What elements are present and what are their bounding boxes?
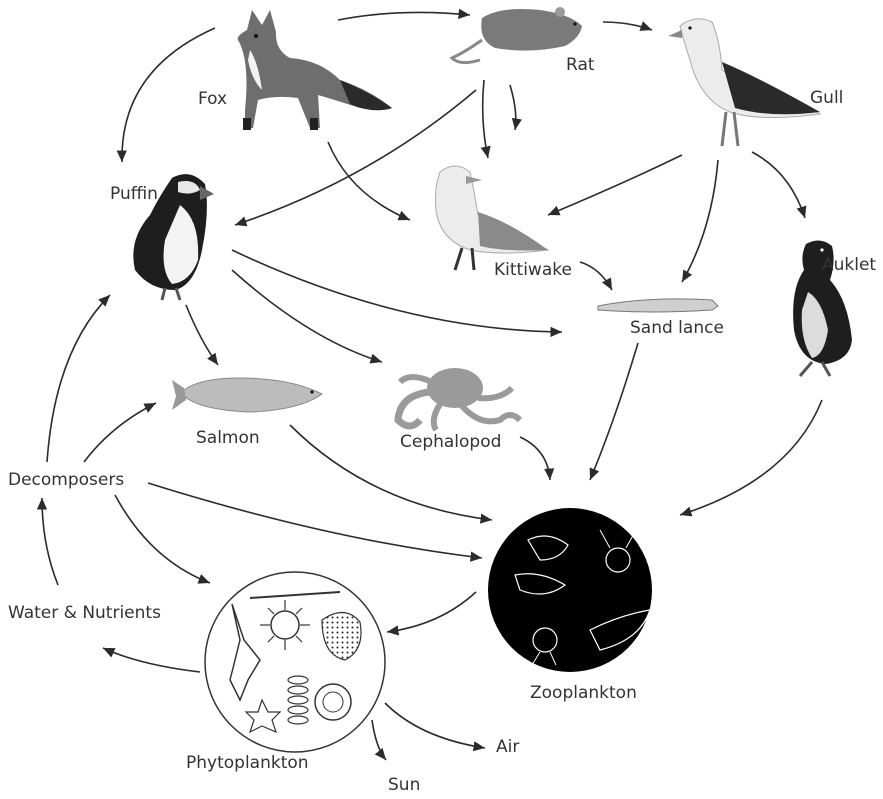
arrow-puffin-to-salmon bbox=[186, 305, 218, 365]
label-kittiwake: Kittiwake bbox=[494, 260, 572, 280]
label-gull: Gull bbox=[810, 88, 843, 108]
arrow-sand-lance-to-zooplankton bbox=[590, 343, 638, 480]
label-air: Air bbox=[496, 737, 519, 757]
label-fox: Fox bbox=[198, 89, 227, 109]
arrow-decomposers-to-puffin bbox=[47, 295, 110, 462]
arrow-phytoplankton-to-water bbox=[103, 648, 200, 672]
label-water-nutrients: Water & Nutrients bbox=[8, 603, 161, 623]
rat-icon bbox=[452, 7, 582, 63]
label-sun: Sun bbox=[388, 775, 420, 795]
phytoplankton-icon bbox=[205, 572, 385, 752]
arrow-rat-to-kittiwake-2 bbox=[510, 85, 516, 130]
arrow-gull-to-sand-lance bbox=[682, 160, 718, 282]
label-auklet: Auklet bbox=[822, 255, 876, 275]
zooplankton-icon bbox=[488, 508, 652, 672]
label-decomposers: Decomposers bbox=[8, 470, 124, 490]
label-puffin: Puffin bbox=[110, 184, 158, 204]
arrow-phytoplankton-to-air bbox=[385, 703, 485, 748]
arrow-gull-to-kittiwake bbox=[548, 155, 682, 215]
gull-icon bbox=[668, 19, 820, 146]
label-phytoplankton: Phytoplankton bbox=[186, 753, 309, 773]
arrow-auklet-to-zooplankton bbox=[680, 400, 822, 515]
label-sand-lance: Sand lance bbox=[630, 318, 724, 338]
label-zooplankton: Zooplankton bbox=[530, 683, 637, 703]
labels: Fox Rat Gull Puffin Kittiwake Auklet San… bbox=[8, 55, 876, 795]
arrow-decomposers-to-phytoplankton bbox=[115, 495, 210, 583]
arrow-decomposers-to-zooplankton bbox=[148, 483, 482, 558]
arrow-rat-to-kittiwake bbox=[483, 80, 488, 158]
sand-lance-icon bbox=[598, 299, 718, 312]
arrow-gull-to-auklet bbox=[752, 152, 805, 218]
arrow-puffin-to-cephalopod bbox=[232, 270, 382, 362]
arrow-zooplankton-to-phytoplankton bbox=[387, 592, 476, 632]
kittiwake-icon bbox=[436, 166, 549, 270]
arrow-phytoplankton-to-sun bbox=[372, 720, 386, 760]
arrow-fox-to-rat bbox=[338, 12, 470, 20]
fox-icon bbox=[238, 10, 392, 130]
arrow-cephalopod-to-zooplankton bbox=[520, 437, 550, 480]
arrow-rat-to-gull bbox=[603, 22, 652, 30]
salmon-icon bbox=[172, 378, 322, 412]
label-rat: Rat bbox=[566, 55, 595, 75]
arrow-decomposers-to-salmon bbox=[84, 403, 156, 462]
octopus-icon bbox=[398, 368, 520, 430]
arrow-kittiwake-to-sand-lance bbox=[580, 262, 612, 290]
label-cephalopod: Cephalopod bbox=[400, 432, 501, 452]
arrow-water-to-decomposers bbox=[42, 498, 58, 585]
label-salmon: Salmon bbox=[196, 428, 260, 448]
